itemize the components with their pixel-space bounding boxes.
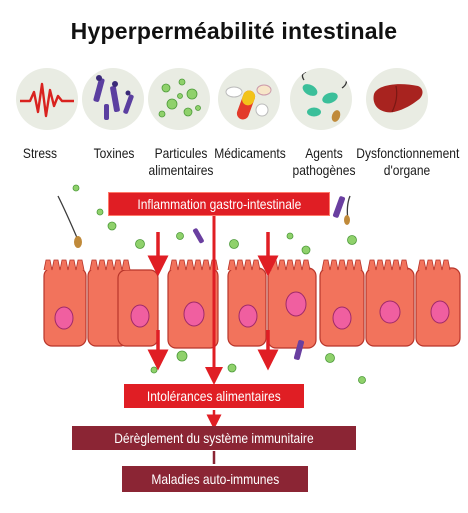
immune-dysregulation-label: Dérèglement du système immunitaire bbox=[114, 430, 314, 446]
pathogen-bacteria bbox=[57, 195, 351, 248]
caption-organ-dysfunction-line1: Dysfonctionnement bbox=[356, 145, 460, 161]
caption-food-particles: Particules alimentaires bbox=[142, 145, 219, 179]
caption-organ-dysfunction: Dysfonctionnement d'organe bbox=[356, 145, 460, 179]
medication-icon bbox=[218, 68, 280, 130]
food-particles-icon bbox=[148, 68, 210, 130]
autoimmune-disease-label: Maladies auto-immunes bbox=[151, 471, 279, 487]
caption-food-particles-line2: alimentaires bbox=[148, 162, 214, 178]
stress-icon bbox=[16, 68, 78, 130]
caption-pathogens-line2: pathogènes bbox=[292, 162, 356, 178]
food-intolerance-box: Intolérances alimentaires bbox=[124, 384, 304, 408]
caption-pathogens-line1: Agents bbox=[305, 145, 343, 161]
caption-medication: Médicaments bbox=[214, 145, 286, 161]
immune-dysregulation-box: Dérèglement du système immunitaire bbox=[72, 426, 356, 450]
autoimmune-disease-box: Maladies auto-immunes bbox=[122, 466, 308, 492]
food-particles bbox=[72, 184, 366, 384]
caption-stress: Stress bbox=[22, 145, 58, 161]
caption-organ-dysfunction-line2: d'organe bbox=[383, 162, 431, 178]
food-intolerance-label: Intolérances alimentaires bbox=[147, 388, 281, 404]
inflammation-label: Inflammation gastro-intestinale bbox=[137, 196, 301, 212]
toxins-icon bbox=[82, 68, 144, 130]
cell-nuclei bbox=[54, 291, 450, 330]
caption-pathogens: Agents pathogènes bbox=[290, 145, 359, 179]
pathogens-icon bbox=[290, 68, 352, 130]
caption-toxins: Toxines bbox=[93, 145, 135, 161]
toxin-molecules bbox=[193, 196, 346, 360]
inflammation-box: Inflammation gastro-intestinale bbox=[108, 192, 330, 216]
permeation-arrows bbox=[147, 232, 279, 371]
caption-food-particles-line1: Particules bbox=[154, 145, 208, 161]
microvilli bbox=[43, 259, 451, 271]
liver-icon bbox=[366, 68, 428, 130]
diagram-title: Hyperperméabilité intestinale bbox=[70, 18, 398, 44]
